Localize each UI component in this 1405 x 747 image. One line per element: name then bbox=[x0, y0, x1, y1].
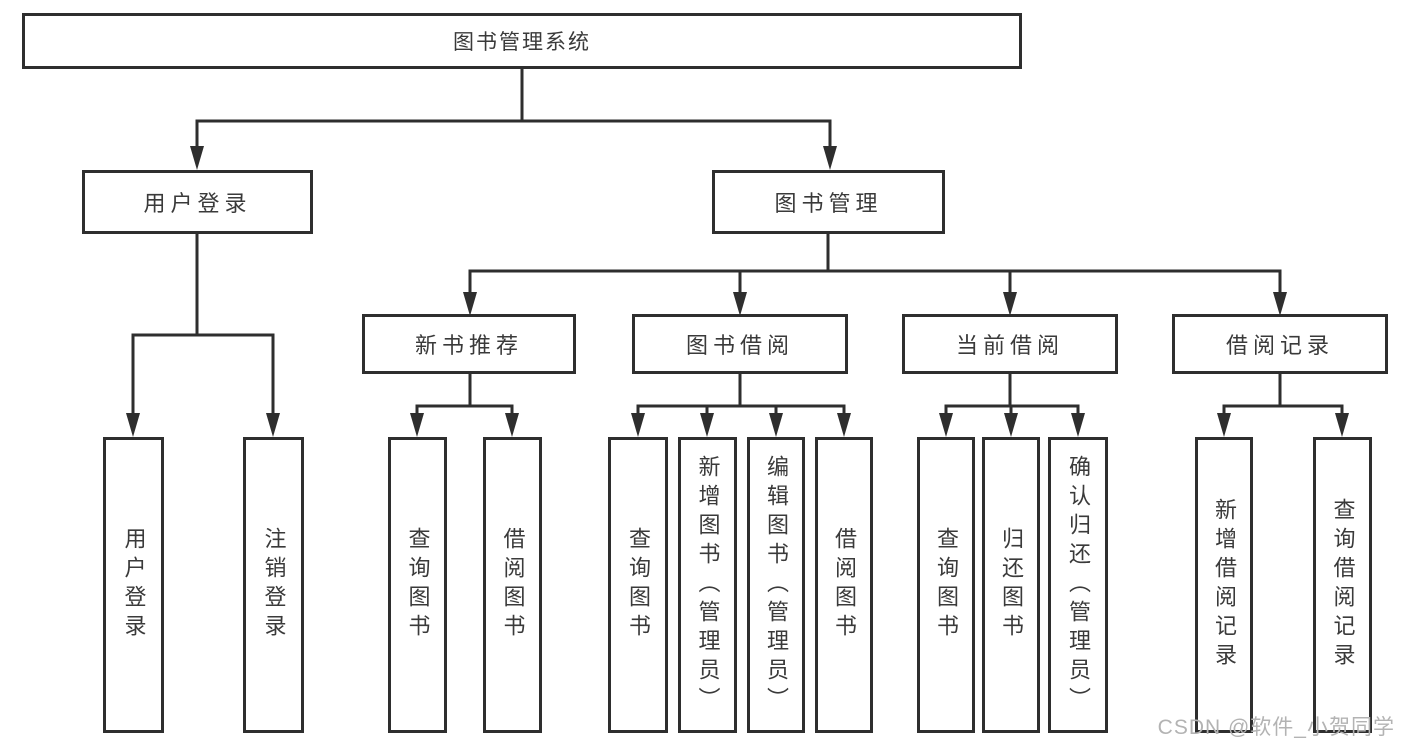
leaf-current-query-books: 查询图书 bbox=[917, 437, 975, 733]
node-book-management: 图书管理 bbox=[712, 170, 945, 234]
leaf-recommend-query-books: 查询图书 bbox=[388, 437, 447, 733]
leaf-current-confirm-return-admin-label: 确认归还（管理员） bbox=[1066, 454, 1091, 716]
leaf-current-query-books-label: 查询图书 bbox=[934, 527, 959, 643]
leaf-current-return-books-label: 归还图书 bbox=[999, 527, 1024, 643]
node-book-borrowing: 图书借阅 bbox=[632, 314, 848, 374]
leaf-records-query-record-label: 查询借阅记录 bbox=[1330, 498, 1356, 672]
node-new-book-recommend: 新书推荐 bbox=[362, 314, 576, 374]
leaf-borrowing-edit-books-admin: 编辑图书（管理员） bbox=[747, 437, 805, 733]
leaf-user-login-label: 用户登录 bbox=[121, 527, 147, 643]
connector-arrowheads bbox=[126, 146, 1349, 437]
node-library-management-system: 图书管理系统 bbox=[22, 13, 1022, 69]
leaf-records-query-record: 查询借阅记录 bbox=[1313, 437, 1372, 733]
leaf-user-login: 用户登录 bbox=[103, 437, 164, 733]
leaf-recommend-borrow-books-label: 借阅图书 bbox=[500, 527, 526, 643]
leaf-borrowing-edit-books-admin-label: 编辑图书（管理员） bbox=[764, 454, 789, 716]
csdn-watermark: CSDN @软件_小贺同学 bbox=[1157, 716, 1395, 739]
leaf-recommend-borrow-books: 借阅图书 bbox=[483, 437, 542, 733]
leaf-borrowing-add-books-admin: 新增图书（管理员） bbox=[678, 437, 737, 733]
leaf-borrowing-borrow-books: 借阅图书 bbox=[815, 437, 873, 733]
leaf-logout-label: 注销登录 bbox=[261, 527, 287, 643]
leaf-logout: 注销登录 bbox=[243, 437, 304, 733]
leaf-current-confirm-return-admin: 确认归还（管理员） bbox=[1048, 437, 1108, 733]
leaf-records-add-record-label: 新增借阅记录 bbox=[1212, 498, 1237, 672]
leaf-current-return-books: 归还图书 bbox=[982, 437, 1040, 733]
leaf-recommend-query-books-label: 查询图书 bbox=[405, 527, 431, 643]
node-borrowing-records: 借阅记录 bbox=[1172, 314, 1388, 374]
node-user-login: 用户登录 bbox=[82, 170, 313, 234]
leaf-records-add-record: 新增借阅记录 bbox=[1195, 437, 1253, 733]
leaf-borrowing-add-books-admin-label: 新增图书（管理员） bbox=[695, 454, 721, 716]
leaf-borrowing-query-books-label: 查询图书 bbox=[626, 527, 651, 643]
leaf-borrowing-borrow-books-label: 借阅图书 bbox=[832, 527, 857, 643]
node-current-borrowing: 当前借阅 bbox=[902, 314, 1118, 374]
leaf-borrowing-query-books: 查询图书 bbox=[608, 437, 668, 733]
